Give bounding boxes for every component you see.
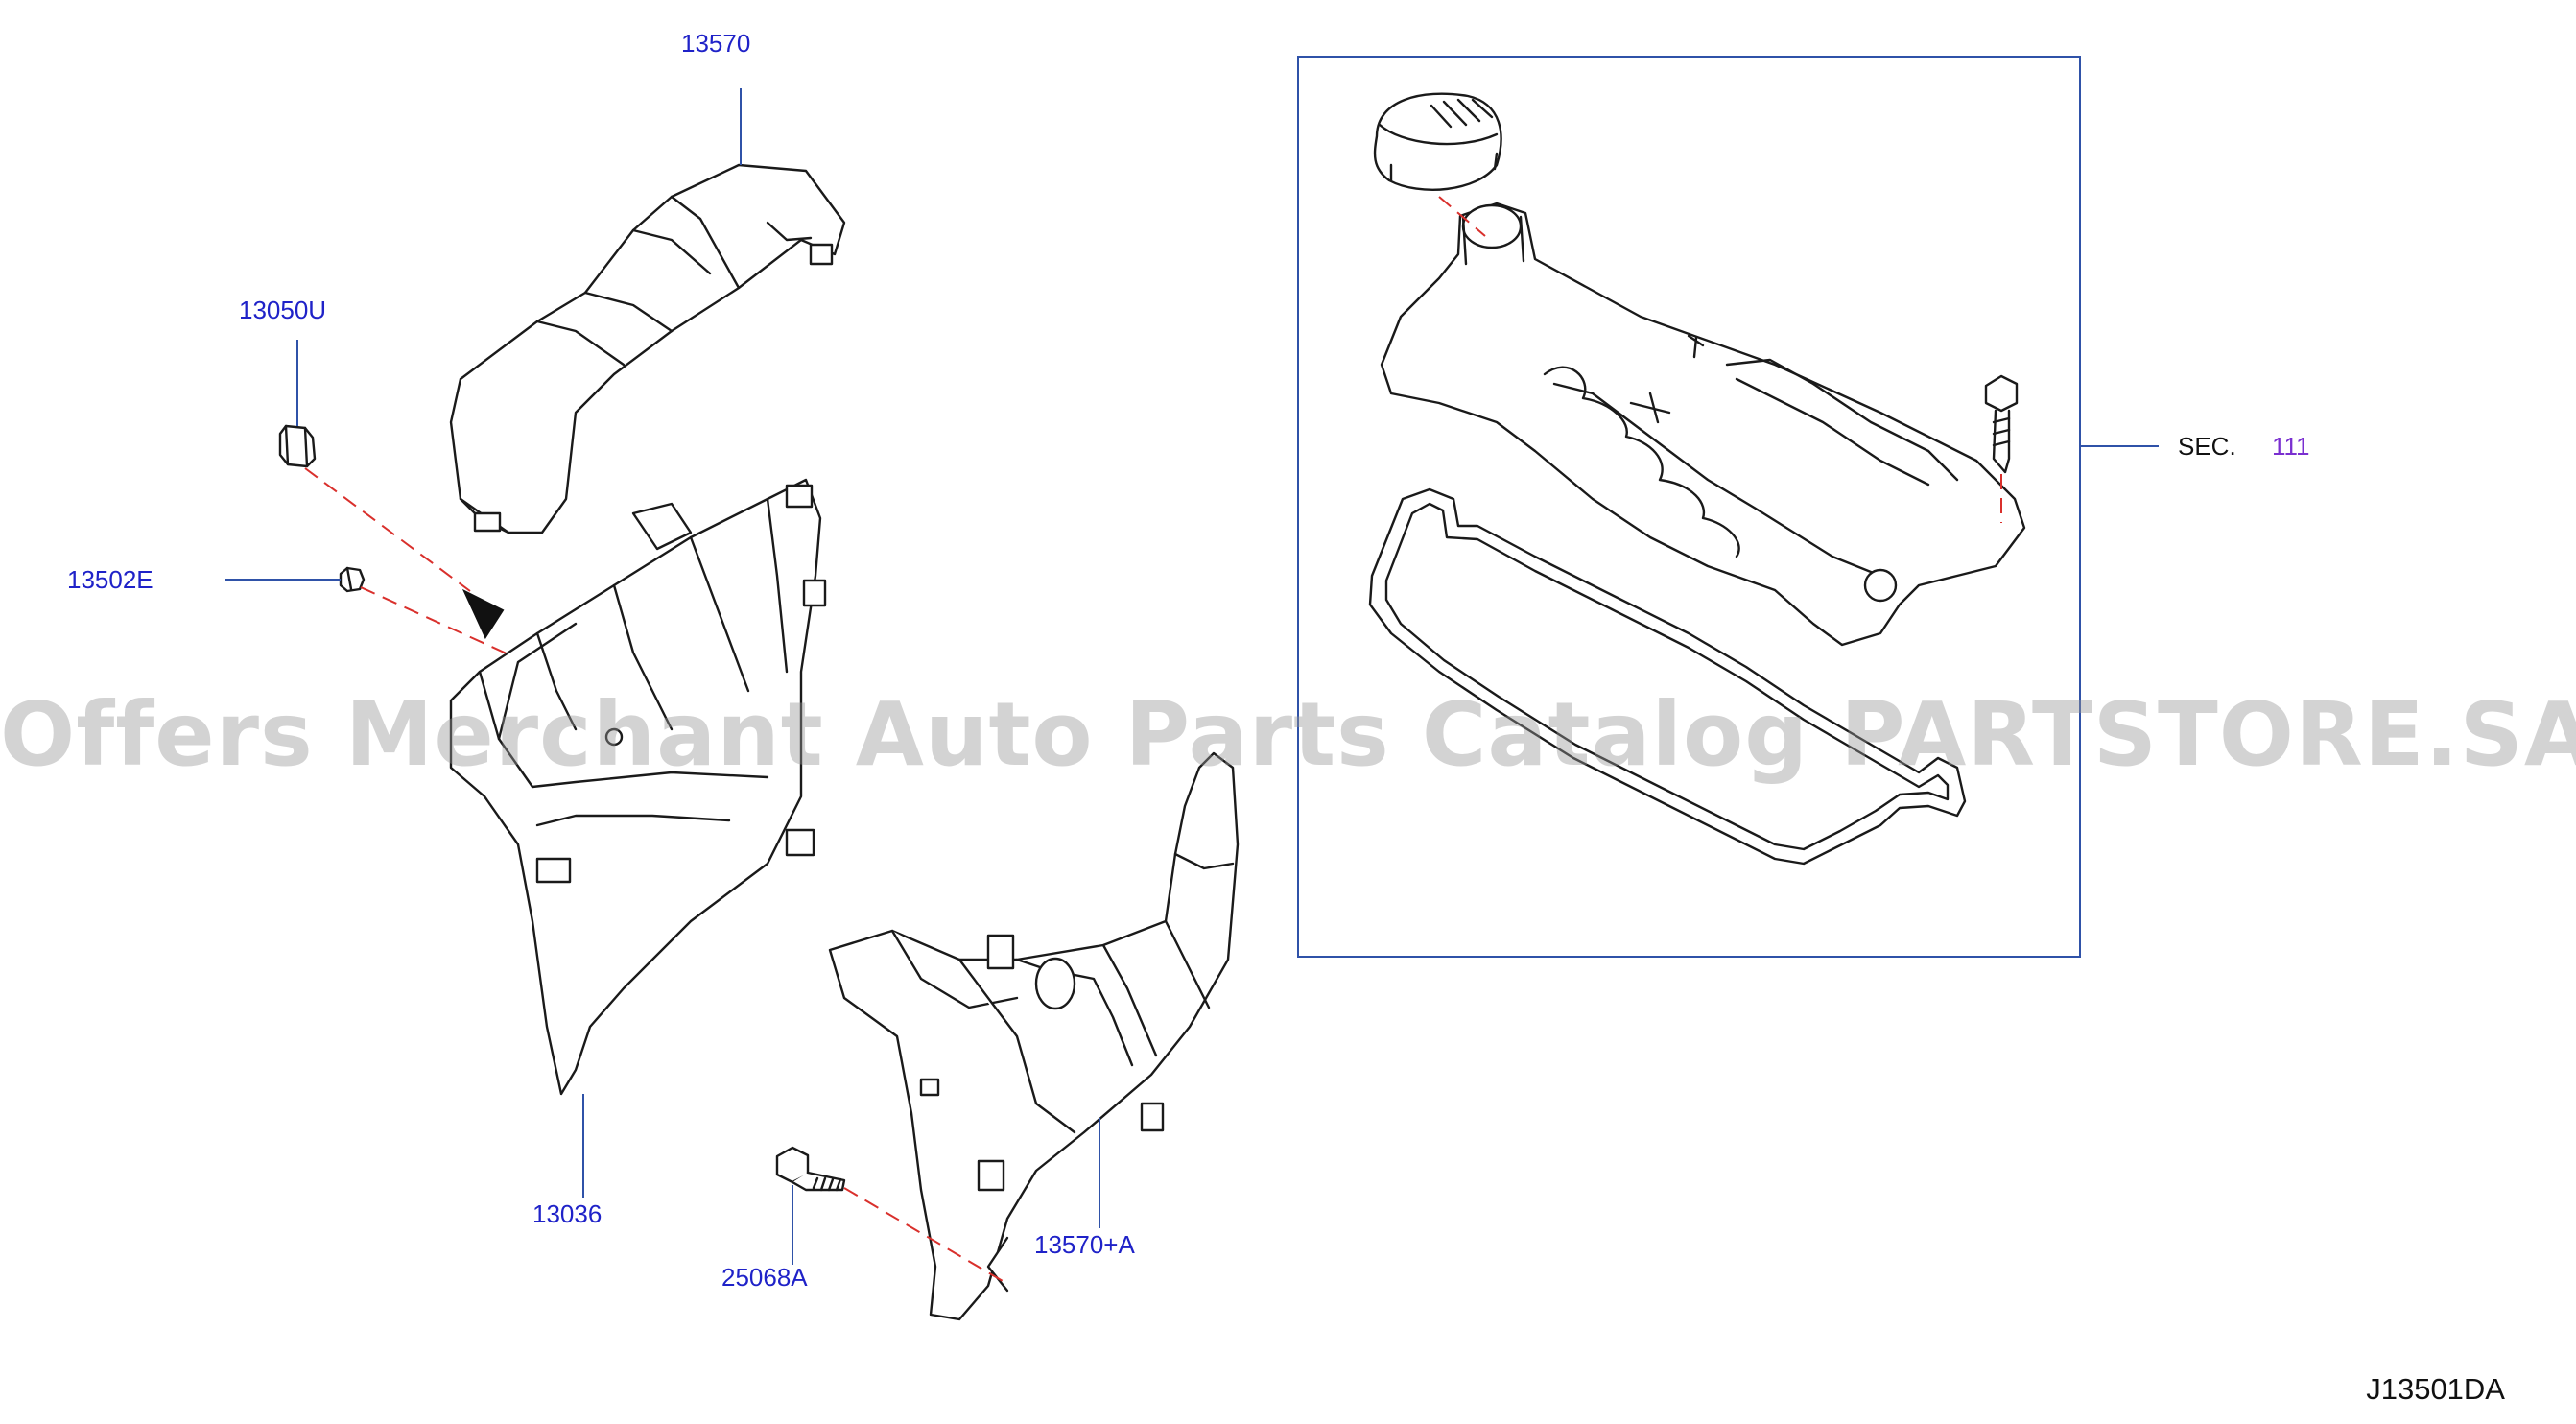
callout-13570a[interactable]: 13570+A — [1034, 1230, 1135, 1259]
callout-25068a[interactable]: 25068A — [721, 1263, 808, 1292]
bolt-25068a-drawing — [775, 1146, 846, 1192]
callout-13570[interactable]: 13570 — [681, 29, 751, 58]
clip-13050u-drawing — [278, 424, 317, 468]
guide-line-13502e — [360, 586, 509, 655]
clip-13502e-drawing — [339, 566, 366, 593]
rocker-cover-drawing — [1380, 202, 2026, 647]
watermark: Offers Merchant Auto Parts Catalog PARTS… — [0, 683, 2576, 786]
diagram-code: J13501DA — [2366, 1372, 2505, 1406]
callout-13036[interactable]: 13036 — [532, 1199, 603, 1228]
subassembly-frame — [1297, 56, 2081, 958]
rocker-cover-bolt-drawing — [1984, 374, 2019, 474]
install-arrow — [461, 588, 505, 640]
guide-line-25068a — [843, 1187, 1004, 1282]
section-label: SEC. — [2178, 432, 2236, 461]
rocker-gasket-drawing — [1368, 487, 1967, 866]
callout-13502e[interactable]: 13502E — [67, 565, 154, 594]
guide-line-13050u — [304, 467, 471, 592]
inner-timing-cover — [449, 478, 827, 1096]
section-link-111[interactable]: 111 — [2272, 432, 2310, 461]
oil-filler-cap-drawing — [1373, 92, 1502, 191]
lower-timing-cover — [828, 751, 1240, 1321]
callout-13050u[interactable]: 13050U — [239, 296, 327, 324]
guide-line-filler-cap — [1438, 196, 1486, 237]
upper-timing-cover — [449, 163, 846, 534]
